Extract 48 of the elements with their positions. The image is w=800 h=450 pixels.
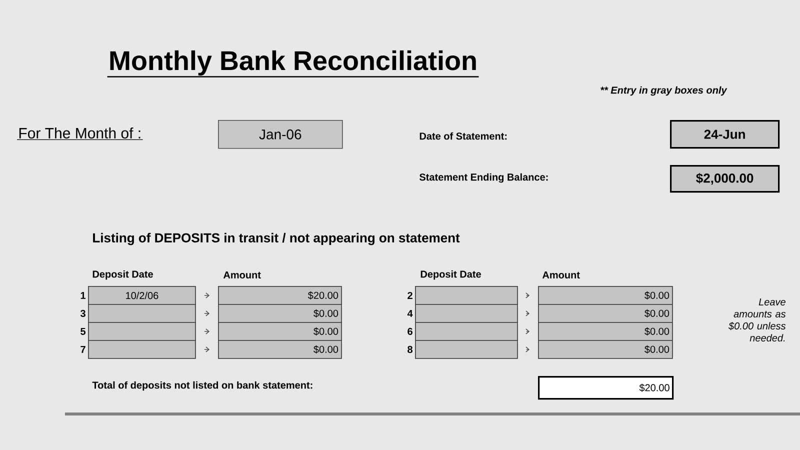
input-box: Jan-06 [218,120,343,149]
note-text: ** Entry in gray boxes only [600,86,728,96]
table-cell [415,286,518,305]
column-header: Deposit Date [420,270,481,280]
field-label: Date of Statement: [420,132,507,140]
table-cell: $0.00 [218,304,342,323]
table-cell: $0.00 [218,322,342,341]
table-cell [88,304,196,323]
arrow [204,292,210,298]
column-header: Amount [542,272,580,278]
table-cell: $20.00 [218,286,342,305]
column-header: Amount [223,272,261,278]
input-box: $2,000.00 [670,165,780,193]
arrow [204,328,210,334]
row-number: 5 [80,328,86,335]
row-number: 2 [408,292,412,299]
row-number: 7 [80,346,86,353]
table-cell [415,322,518,341]
arrow [204,310,210,316]
table-cell: $0.00 [538,340,673,359]
section-heading: Listing of DEPOSITS in transit / not appearing on statement [93,232,460,246]
arrow [526,346,530,352]
row-number: 6 [408,328,412,335]
row-number: 4 [407,310,413,317]
column-header: Deposit Date [92,270,153,280]
note-text: Leave amounts as $0.00 unless needed. [728,298,786,342]
table-cell [88,340,196,359]
row-number: 1 [80,292,86,299]
table-cell: $0.00 [218,340,342,359]
field-label: For The Month of : [16,128,144,140]
field-label: Statement Ending Balance: [420,173,548,183]
row-number: 3 [80,310,86,317]
table-cell: $0.00 [538,322,673,341]
row-number: 8 [408,346,412,353]
arrow [526,328,530,334]
table-cell: $0.00 [538,304,673,323]
table-cell [415,340,518,359]
table-cell: $0.00 [538,286,673,305]
arrow [526,310,530,316]
table-cell: 10/2/06 [88,286,196,305]
table-cell [88,322,196,341]
table-cell [415,304,518,323]
title: Monthly Bank Reconciliation [107,50,479,78]
input-box: 24-Jun [670,120,780,149]
total-box: $20.00 [538,376,674,400]
arrow [204,346,210,352]
total-label: Total of deposits not listed on bank statement: [92,381,312,391]
arrow [526,292,530,298]
